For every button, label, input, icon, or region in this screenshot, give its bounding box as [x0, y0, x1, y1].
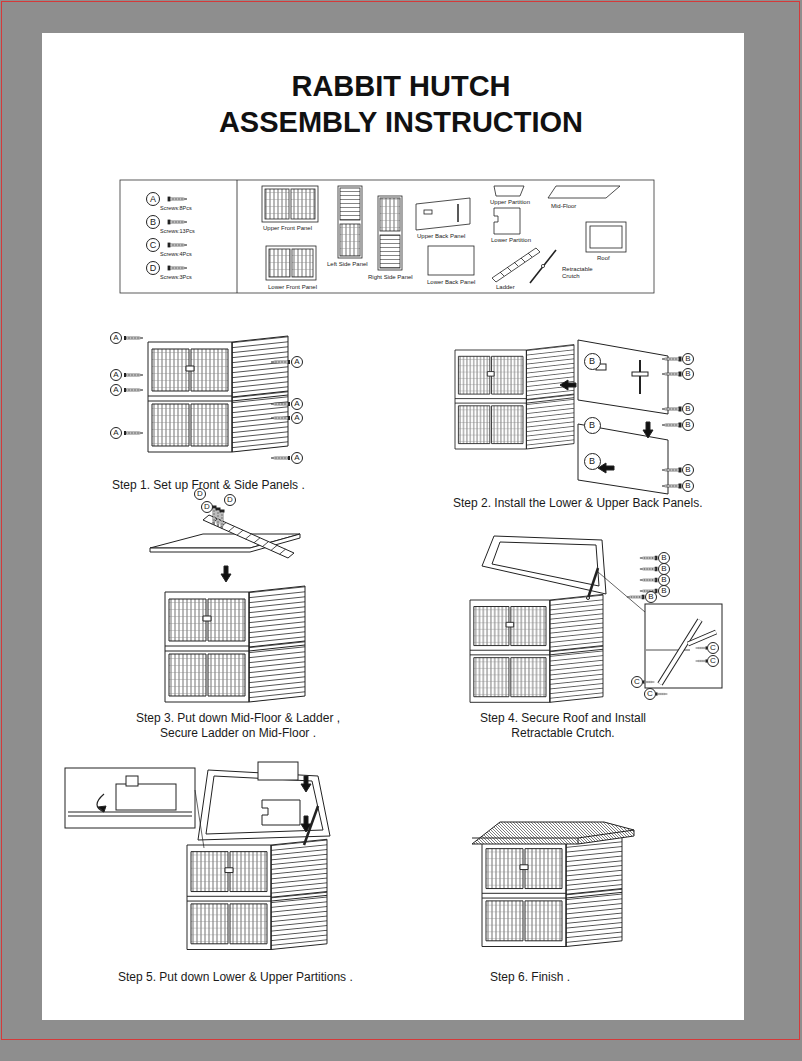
- callout-letter: B: [645, 591, 657, 603]
- step5-art: [65, 762, 330, 950]
- title: RABBIT HUTCH ASSEMBLY INSTRUCTION: [212, 68, 590, 140]
- step4-art: [470, 536, 722, 702]
- callout-letter: A: [110, 369, 122, 381]
- callout-letter: B: [682, 480, 694, 492]
- callout-letter: A: [110, 384, 122, 396]
- callout-letter: A: [146, 192, 160, 206]
- step6-art: [472, 822, 634, 947]
- part-name: Upper Front Panel: [263, 225, 312, 232]
- part-name: Left Side Panel: [327, 261, 368, 268]
- callout-letter: B: [682, 403, 694, 415]
- callout-letter: C: [644, 688, 656, 700]
- callout-letter: A: [291, 412, 303, 424]
- step1-art: [124, 336, 290, 460]
- callout-letter: B: [682, 464, 694, 476]
- step-caption: Step 3. Put down Mid-Floor & Ladder , Se…: [127, 711, 349, 741]
- part-name: Retractable Crutch: [562, 266, 598, 280]
- callout-letter: B: [584, 353, 601, 370]
- part-name: Ladder: [496, 284, 515, 291]
- step3-art: [150, 506, 305, 702]
- step2-art: [455, 340, 681, 494]
- part-name: Upper Back Panel: [417, 233, 465, 240]
- part-name: Lower Front Panel: [268, 284, 317, 291]
- part-name: Upper Partition: [490, 199, 530, 206]
- page: [42, 33, 744, 1020]
- part-name: Lower Partition: [491, 237, 531, 244]
- callout-letter: A: [291, 356, 303, 368]
- callout-letter: C: [146, 238, 160, 252]
- screw-count: Screws:3Pcs: [160, 274, 192, 281]
- screw-count: Screws:13Pcs: [160, 228, 195, 235]
- callout-letter: D: [201, 501, 213, 513]
- part-name: Lower Back Panel: [427, 279, 475, 286]
- step-caption: Step 2. Install the Lower & Upper Back P…: [453, 496, 702, 511]
- step-caption: Step 6. Finish .: [490, 970, 570, 985]
- callout-letter: B: [658, 585, 670, 597]
- part-name: Right Side Panel: [368, 274, 413, 281]
- callout-letter: B: [682, 368, 694, 380]
- callout-letter: B: [682, 419, 694, 431]
- callout-letter: A: [110, 332, 122, 344]
- screw-count: Screws:4Pcs: [160, 251, 192, 258]
- callout-letter: A: [110, 427, 122, 439]
- callout-letter: B: [682, 353, 694, 365]
- callout-letter: C: [707, 642, 719, 654]
- callout-letter: A: [291, 452, 303, 464]
- callout-letter: C: [631, 676, 643, 688]
- callout-letter: B: [584, 453, 601, 470]
- callout-letter: C: [707, 655, 719, 667]
- callout-letter: B: [584, 417, 601, 434]
- callout-letter: D: [146, 261, 160, 275]
- callout-letter: D: [224, 494, 236, 506]
- step-caption: Step 1. Set up Front & Side Panels .: [112, 478, 305, 493]
- step-caption: Step 4. Secure Roof and Install Retracta…: [468, 711, 658, 741]
- callout-letter: A: [291, 398, 303, 410]
- callout-letter: B: [146, 215, 160, 229]
- callout-letter: D: [194, 488, 206, 500]
- screw-count: Screws:8Pcs: [160, 205, 192, 212]
- part-name: Mid-Floor: [551, 203, 576, 210]
- parts-list: [120, 180, 654, 293]
- part-name: Roof: [597, 255, 610, 262]
- step-caption: Step 5. Put down Lower & Upper Partition…: [118, 970, 353, 985]
